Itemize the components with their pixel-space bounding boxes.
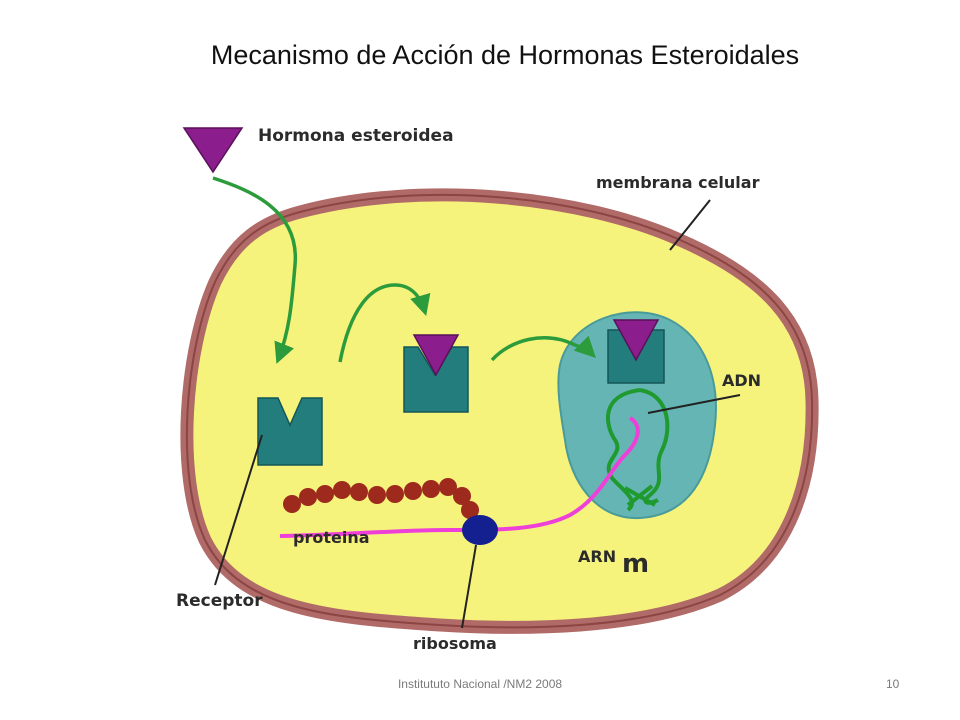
label-mrna-sub: m: [622, 549, 649, 579]
label-dna: ADN: [722, 371, 761, 390]
slide-title: Mecanismo de Acción de Hormonas Esteroid…: [210, 40, 800, 70]
pointer-receptor: [214, 434, 263, 586]
pointer-membrane: [669, 199, 711, 251]
mrna-strand: [279, 416, 640, 538]
protein-chain: [283, 478, 479, 519]
receptor-bound-cytoplasm: [403, 346, 469, 413]
nucleus: [557, 311, 717, 520]
label-protein: proteina: [293, 528, 370, 547]
dna-strand-cross: [624, 484, 656, 507]
arrow-hormone-entry: [212, 176, 297, 364]
page-number: 10: [886, 677, 900, 691]
hormone-bound-nucleus: [612, 319, 660, 362]
footer-text: Institut​uto Nacional /NM2 2008: [397, 677, 563, 691]
arrow-complex-to-nucleus: [490, 335, 596, 362]
ribosome: [462, 515, 498, 545]
hormone-bound-cytoplasm: [412, 334, 460, 377]
pointer-dna: [647, 394, 741, 414]
receptor-empty: [257, 397, 323, 466]
label-hormone: Hormona esteroidea: [258, 126, 454, 146]
hormone-triangle-outside: [182, 127, 244, 174]
label-membrane: membrana celular: [596, 173, 760, 192]
cell-membrane-inner-line: [185, 193, 814, 629]
pointer-ribosome: [461, 544, 477, 629]
label-ribosome: ribosoma: [413, 634, 497, 653]
arrow-hormone-binds-receptor: [338, 283, 431, 363]
label-receptor: Receptor: [176, 591, 263, 611]
label-mrna: ARN: [578, 547, 616, 566]
